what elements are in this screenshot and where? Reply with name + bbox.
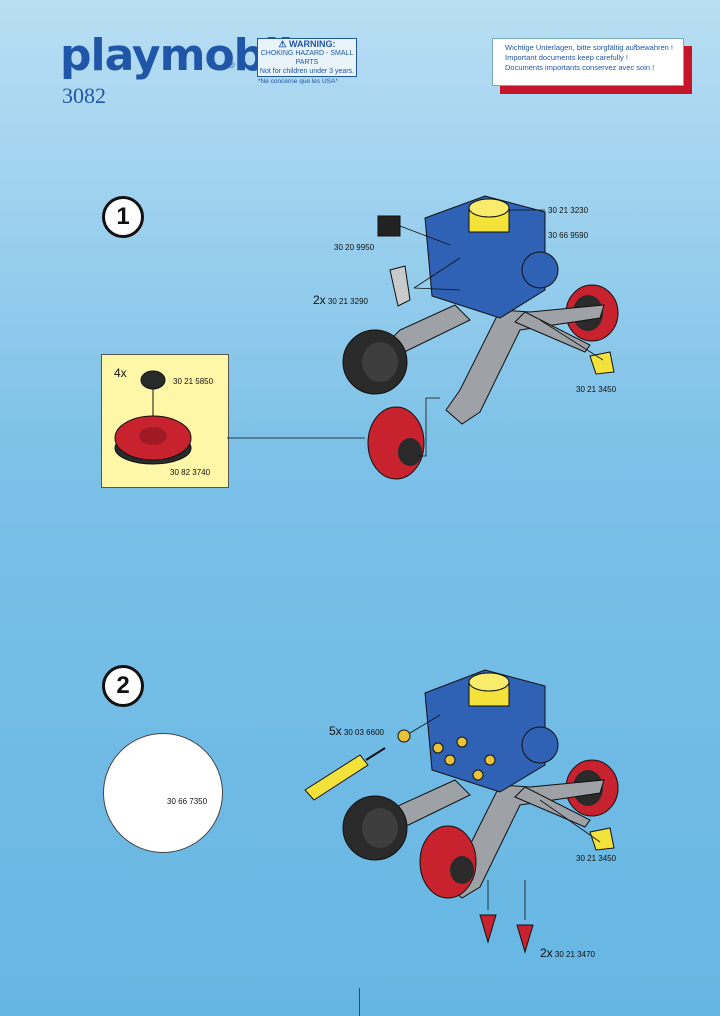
playmobil-logo: playmobil bbox=[60, 30, 293, 81]
spike-quantity: 2x bbox=[540, 946, 553, 960]
step-2-badge: 2 bbox=[102, 665, 144, 707]
warning-triangle-icon: ⚠ bbox=[278, 39, 290, 49]
warning-title: WARNING: bbox=[289, 39, 336, 49]
model-number: 3082 bbox=[62, 83, 106, 108]
warning-line-1: CHOKING HAZARD - SMALL PARTS bbox=[260, 50, 354, 66]
bracket-label: 2x 30 21 3290 bbox=[313, 293, 368, 307]
fold-line bbox=[359, 988, 360, 1016]
inset-label-hub: 30 21 5850 bbox=[173, 377, 214, 386]
warning-usa-note: *Ne concerne que les USA* bbox=[258, 78, 338, 85]
part-label-wedge: 30 21 3450 bbox=[576, 385, 617, 394]
keep-notice-fr: Documents importants conservez avec soin… bbox=[505, 63, 655, 72]
keep-notice-en: Important documents keep carefully ! bbox=[505, 53, 628, 62]
part-label-body: 30 66 9590 bbox=[548, 231, 589, 240]
registered-mark: ® bbox=[228, 60, 235, 70]
step-1-inset-wheel-drawing bbox=[114, 370, 192, 465]
step-2-tool-inset bbox=[103, 733, 223, 853]
choking-warning-box: ⚠ WARNING: CHOKING HAZARD - SMALL PARTS … bbox=[257, 38, 357, 77]
step-2-vehicle-illustration bbox=[304, 669, 619, 954]
screw-label: 5x 30 03 6600 bbox=[329, 724, 384, 738]
part-label-clip: 30 20 9950 bbox=[334, 243, 375, 252]
bracket-quantity: 2x bbox=[313, 293, 326, 307]
step-1-badge: 1 bbox=[102, 196, 144, 238]
part-label-spike: 30 21 3470 bbox=[554, 950, 595, 959]
part-label-cap: 30 21 3230 bbox=[548, 206, 589, 215]
inset-label-wheel: 30 82 3740 bbox=[170, 468, 211, 477]
tool-label: 30 66 7350 bbox=[167, 797, 208, 806]
part-label-bracket: 30 21 3290 bbox=[327, 297, 368, 306]
keep-notice-de: Wichtige Unterlagen, bitte sorgfältig au… bbox=[505, 43, 674, 52]
step-1-vehicle-illustration bbox=[227, 195, 619, 480]
part-label-wedge-2: 30 21 3450 bbox=[576, 854, 617, 863]
screw-quantity: 5x bbox=[329, 724, 342, 738]
inset-quantity: 4x bbox=[114, 366, 127, 380]
keep-documents-notice: Wichtige Unterlagen, bitte sorgfältig au… bbox=[492, 38, 684, 86]
spike-label: 2x 30 21 3470 bbox=[540, 946, 595, 960]
warning-line-2: Not for children under 3 years. bbox=[259, 68, 355, 75]
part-label-screw: 30 03 6600 bbox=[343, 728, 384, 737]
